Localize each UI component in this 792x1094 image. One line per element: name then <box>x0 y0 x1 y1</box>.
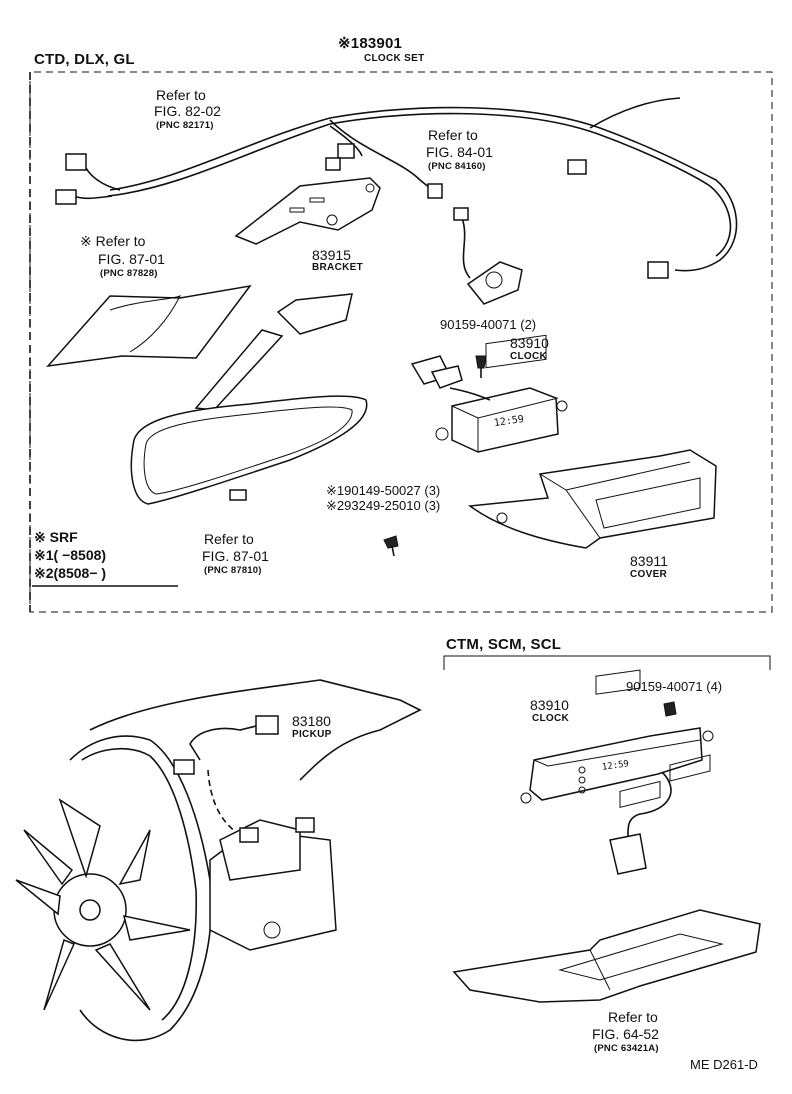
screw-bottom-number: 90159-40071 (4) <box>626 679 723 694</box>
sensor-part <box>466 261 523 305</box>
ref-8202-pnc: (PNC 82171) <box>156 120 214 131</box>
footer-code: ME D261-D <box>690 1057 758 1072</box>
bracket-number: 83915 <box>312 247 351 263</box>
ref-6452-line2: FIG. 64-52 <box>592 1026 659 1042</box>
screw-top-number: 90159-40071 (2) <box>440 317 537 332</box>
ref-8401-line1: Refer to <box>428 127 478 143</box>
ref-87810-line2: FIG. 87-01 <box>202 548 269 564</box>
clock-bottom-number: 83910 <box>530 697 569 713</box>
ref-6452-line1: Refer to <box>608 1009 658 1025</box>
ref-8401-pnc: (PNC 84160) <box>428 161 486 172</box>
cover-number: 83911 <box>630 553 668 569</box>
wire-harness <box>55 97 738 279</box>
ref-87828-pnc: (PNC 87828) <box>100 268 158 279</box>
clock-top-name: CLOCK <box>510 351 548 362</box>
clock-bottom-name: CLOCK <box>532 713 570 724</box>
ref-8202-line2: FIG. 82-02 <box>154 103 221 119</box>
legend-srf: ※ SRF <box>34 529 78 545</box>
pickup-number: 83180 <box>292 713 331 729</box>
clock-set-mark: ※1 <box>338 35 360 52</box>
cover-name: COVER <box>630 569 668 580</box>
screw2-number: ※293249-25010 (3) <box>326 498 441 513</box>
screw1-number: ※190149-50027 (3) <box>326 483 441 498</box>
section-bottom-variants: CTM, SCM, SCL <box>446 636 562 653</box>
map-sheet <box>46 284 252 368</box>
clock-top-number: 83910 <box>510 335 549 351</box>
legend-row2: ※2(8508− ) <box>34 565 107 581</box>
screw-part <box>383 535 399 557</box>
clock-set-name: CLOCK SET <box>364 53 425 64</box>
legend-row1: ※1( −8508) <box>34 547 107 563</box>
bracket-name: BRACKET <box>312 262 363 273</box>
ref-87810-pnc: (PNC 87810) <box>204 565 262 576</box>
engine-assembly <box>15 679 422 1042</box>
console-tray <box>452 754 761 1003</box>
group-frame-top <box>29 71 773 613</box>
clock-bottom-part <box>520 669 714 875</box>
ref-87828-line2: FIG. 87-01 <box>98 251 165 267</box>
rearview-mirror <box>130 293 368 505</box>
cover-part <box>467 449 717 549</box>
clock-set-part-number: 83901 <box>359 35 403 52</box>
pickup-name: PICKUP <box>292 729 332 740</box>
section-top-variants: CTD, DLX, GL <box>34 51 135 68</box>
ref-87810-line1: Refer to <box>204 531 254 547</box>
ref-6452-pnc: (PNC 63421A) <box>594 1043 659 1054</box>
group-frame-bottom <box>443 655 771 670</box>
ref-8401-line2: FIG. 84-01 <box>426 144 493 160</box>
ref-8202-line1: Refer to <box>156 87 206 103</box>
bracket-part <box>234 177 381 245</box>
clock-set-number: ※183901 <box>338 36 402 51</box>
ref-87828-line1: ※ Refer to <box>80 233 146 249</box>
clock-top-part <box>410 334 568 453</box>
